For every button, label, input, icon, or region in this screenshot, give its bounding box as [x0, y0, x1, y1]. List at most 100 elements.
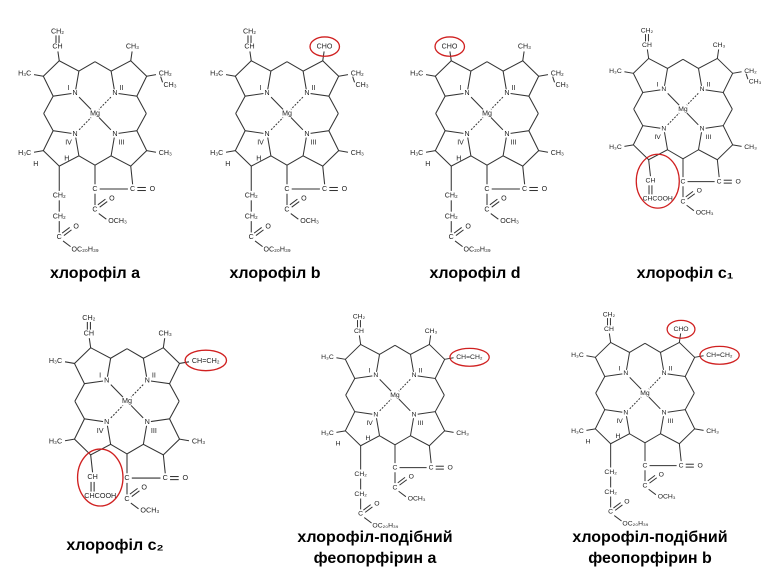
ring-v-bond: [322, 166, 326, 185]
carbon-label: C: [643, 462, 648, 469]
meso-bridge: [136, 95, 147, 114]
substituent-text: H₃C: [210, 70, 223, 78]
oxygen-label: O: [447, 464, 452, 471]
coordination-bond: [110, 405, 124, 419]
meso-bridge: [43, 113, 54, 131]
pyrrole-ring: [42, 130, 80, 167]
substituent-r2right: CH=CH₂: [192, 356, 220, 365]
meso-bridge: [722, 92, 733, 110]
ring-number: IV: [366, 420, 373, 427]
coordination-bond: [130, 405, 144, 419]
substituent-r2top: CH₃: [158, 328, 171, 337]
chain-bond: [454, 240, 463, 248]
coordination-bond: [470, 117, 484, 131]
chain-text: CHCOOH: [643, 196, 673, 203]
meso-bridge: [595, 392, 606, 410]
meso-bridge: [435, 113, 446, 131]
ring-number: I: [657, 82, 659, 89]
atom-backdrop: [102, 376, 111, 385]
substituent-r2top: CH₃: [713, 42, 726, 49]
magnesium-label: Mg: [640, 390, 650, 397]
meso-bridge: [629, 342, 646, 353]
atom-backdrop: [410, 411, 418, 419]
substituent-text: CH₃: [159, 149, 172, 157]
ester-bond: [290, 213, 299, 220]
meso-bridge: [328, 113, 339, 131]
substituent-bond: [444, 430, 454, 433]
atom-backdrop: [372, 411, 380, 419]
atom-backdrop: [71, 130, 79, 138]
substituent-bond: [225, 74, 236, 77]
double-bond: [363, 504, 371, 511]
label-chlorophyll-d: хлорофіл d: [390, 263, 560, 284]
coordination-bond: [130, 384, 144, 398]
label-text: феопорфірин a: [313, 550, 437, 567]
meso-bridge: [629, 433, 646, 444]
highlight-circle: [309, 36, 341, 57]
oxygen-label: O: [735, 178, 740, 185]
atom-backdrop: [503, 130, 511, 138]
pyrrole-ring: [632, 125, 669, 161]
methoxy-label: OCH₃: [500, 217, 519, 225]
ring-number: II: [311, 84, 315, 92]
substituent-r4left: H₃C: [609, 144, 622, 151]
meso-bridge: [528, 113, 539, 131]
chain-text: CH₂: [445, 212, 458, 220]
substituent-text: CH₃: [555, 81, 568, 89]
nitrogen-label: N: [465, 130, 470, 138]
methoxy-label: OCH₃: [696, 209, 714, 216]
chain-bond: [90, 454, 94, 473]
carbon-label: C: [393, 484, 398, 491]
substituent-text: CHO: [317, 43, 333, 51]
double-bond: [399, 479, 408, 486]
coordination-bond: [290, 117, 304, 131]
methoxy-label: OCH₃: [140, 506, 159, 515]
atom-backdrop: [111, 130, 119, 138]
pyrrole-ring: [434, 130, 472, 167]
atom-backdrop: [71, 89, 79, 97]
pyrrole-ring: [73, 418, 112, 456]
pyrrole-ring: [110, 130, 148, 167]
meso-bridge: [286, 155, 304, 166]
hydrogen-label: H: [456, 154, 461, 162]
substituent-bond: [88, 338, 92, 348]
atom-backdrop: [263, 130, 271, 138]
atom-backdrop: [698, 85, 706, 94]
substituent-text: CH₃: [518, 43, 531, 51]
atom-backdrop: [660, 85, 668, 94]
coordination-bond: [78, 117, 92, 131]
ring-number: II: [152, 370, 156, 379]
coordination-bond: [648, 377, 661, 390]
meso-bridge: [43, 95, 54, 114]
ring-number: I: [99, 370, 101, 379]
chain-bond: [62, 240, 71, 248]
substituent-bond: [33, 150, 44, 153]
meso-bridge: [270, 155, 288, 166]
substituent-text: CH₃: [456, 430, 469, 437]
substituent-r2top: CH₃: [518, 43, 531, 51]
methoxy-label: OCH₃: [658, 493, 676, 500]
carbon-label: C: [679, 462, 684, 469]
substituent-r3right: CH₃: [706, 428, 719, 435]
phytyl-label: OC₂₀H₃₉: [372, 523, 398, 530]
pyrrole-ring: [697, 57, 734, 94]
meso-bridge: [528, 95, 539, 114]
meso-bridge: [78, 61, 96, 72]
pyrrole-ring: [659, 341, 696, 378]
substituent-text: H₃C: [210, 149, 223, 157]
coordination-bond: [667, 112, 680, 126]
coordination-bond: [290, 96, 304, 110]
ring-number: III: [151, 426, 157, 435]
double-bond: [255, 229, 264, 236]
nitrogen-label: N: [112, 89, 117, 97]
carbon-label: C: [284, 185, 289, 193]
oxygen-label: O: [659, 472, 664, 479]
coordination-bond: [98, 96, 112, 110]
substituent-bond: [646, 49, 650, 59]
magnesium-label: Mg: [678, 106, 688, 113]
substituent-bond: [586, 428, 596, 431]
double-bond: [489, 198, 498, 206]
